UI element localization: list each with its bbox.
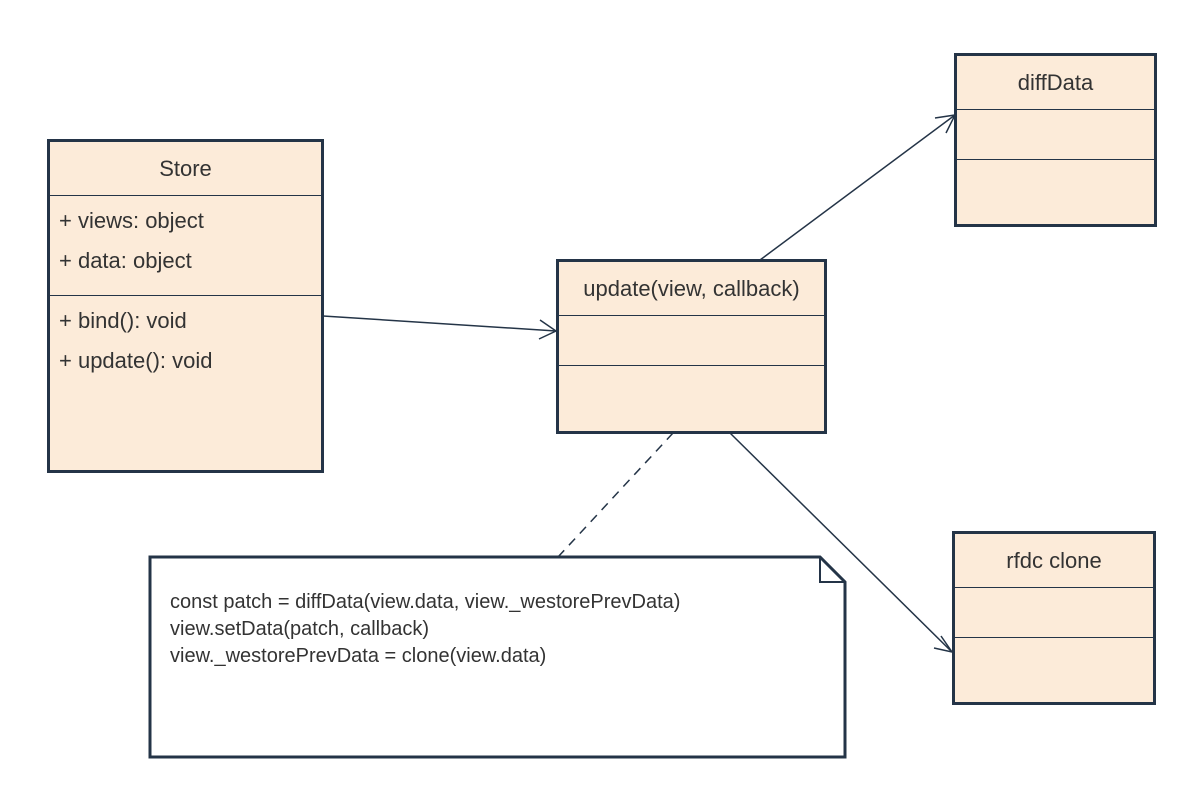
note-line-setdata: view.setData(patch, callback) [170, 618, 430, 640]
note-fold [819, 557, 845, 583]
attribute-views: + views: object [59, 208, 204, 233]
note-line-patch: const patch = diffData(view.data, view._… [170, 591, 681, 613]
class-diffdata: diffData [954, 53, 1157, 227]
class-diffdata-title-section: diffData [957, 56, 1154, 109]
class-update-title-section: update(view, callback) [559, 262, 824, 315]
class-diffdata-methods [957, 159, 1154, 224]
class-rfdc-methods [955, 637, 1153, 702]
class-update-name: update(view, callback) [583, 275, 800, 301]
class-store-methods: + bind(): void + update(): void [50, 295, 321, 470]
class-rfdc-title-section: rfdc clone [955, 534, 1153, 587]
class-store-name: Store [159, 155, 212, 181]
class-rfdc-attributes [955, 587, 1153, 637]
class-update-methods [559, 365, 824, 431]
class-update-attributes [559, 315, 824, 365]
note-anchor-line [557, 432, 674, 558]
arrow-update-to-rfdc [729, 432, 953, 653]
arrow-update-to-diffdata [759, 114, 956, 261]
note-line-prevdata: view._westorePrevData = clone(view.data) [170, 645, 547, 667]
note-shape [148, 555, 847, 759]
arrow-store-to-update [322, 315, 557, 332]
class-store: Store + views: object + data: object + b… [47, 139, 324, 473]
attribute-data: + data: object [59, 248, 192, 273]
class-rfdc-name: rfdc clone [1006, 547, 1102, 573]
method-bind: + bind(): void [59, 308, 187, 333]
note: const patch = diffData(view.data, view._… [170, 589, 680, 670]
class-diffdata-name: diffData [1017, 69, 1094, 95]
class-rfdc-clone: rfdc clone [952, 531, 1156, 705]
class-diffdata-attributes [957, 109, 1154, 159]
method-update: + update(): void [59, 348, 213, 373]
class-update: update(view, callback) [556, 259, 827, 434]
class-store-title-section: Store [50, 142, 321, 195]
class-store-attributes: + views: object + data: object [50, 195, 321, 295]
